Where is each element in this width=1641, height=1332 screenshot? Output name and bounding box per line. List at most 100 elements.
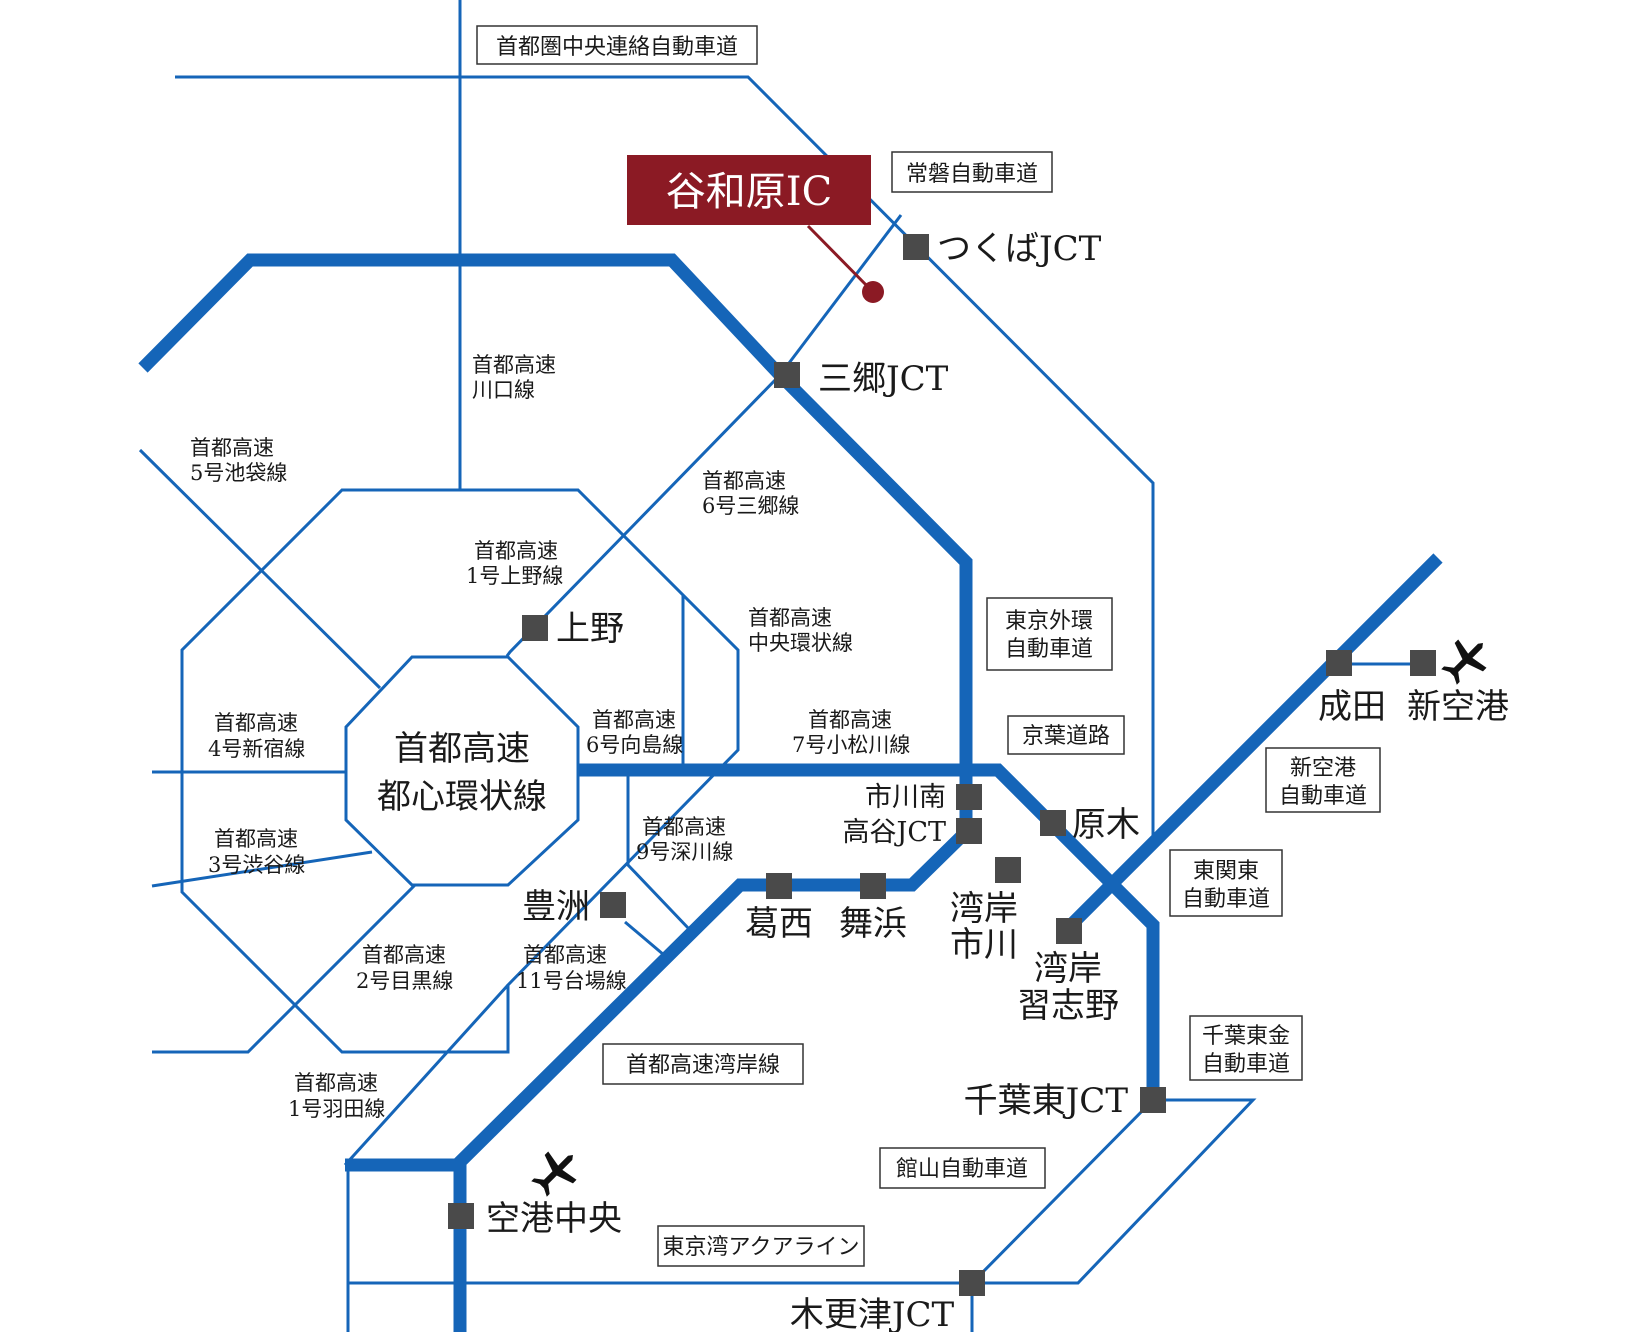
node-ueno <box>522 615 548 641</box>
label-gaikan-2: 自動車道 <box>1005 637 1093 662</box>
route-label-daiba-1: 首都高速 <box>523 943 607 967</box>
label-gaikan-1: 東京外環 <box>1005 609 1093 634</box>
node-wangan-narashino <box>1056 918 1082 944</box>
route-label-haneda-2: 1号羽田線 <box>288 1097 385 1121</box>
node-labels: つくばJCT 三郷JCT 上野 市川南 高谷JCT 原木 葛西 舞浜 湾岸 市川… <box>486 229 1509 1332</box>
box-joban <box>891 151 1053 193</box>
road-meguro <box>152 880 420 1054</box>
route-label-fukagawa-1: 首都高速 <box>642 815 726 839</box>
node-label-wangan-ichikawa-2: 市川 <box>950 925 1018 965</box>
node-label-haraki: 原木 <box>1072 805 1140 845</box>
route-label-ueno-1: 首都高速 <box>474 539 558 563</box>
road-aqualine <box>348 1098 1257 1285</box>
node-label-chiba-higashi-jct: 千葉東JCT <box>964 1081 1129 1121</box>
node-tsukuba-jct <box>903 234 929 260</box>
node-haraki <box>1040 810 1066 836</box>
route-label-central-circular-1: 首都高速 <box>748 606 832 630</box>
route-label-misato-1: 首都高速 <box>702 469 786 493</box>
node-misato-jct <box>774 362 800 388</box>
central-loop-label-2: 都心環状線 <box>377 777 547 817</box>
road-joban <box>778 214 903 376</box>
highlight-ic-box <box>627 155 871 225</box>
node-label-ichikawa-minami: 市川南 <box>865 782 946 813</box>
node-label-maihama: 舞浜 <box>839 904 907 944</box>
node-new-airport <box>1410 650 1436 676</box>
node-label-airport-chuo: 空港中央 <box>486 1199 622 1239</box>
road-fukagawa <box>626 772 692 932</box>
airplane-icon <box>1441 639 1487 685</box>
route-labels: 首都高速 川口線 首都高速 5号池袋線 首都高速 6号三郷線 首都高速 1号上野… <box>190 353 910 1121</box>
node-airport-chuo <box>448 1203 474 1229</box>
box-wangan <box>602 1043 804 1085</box>
node-narita <box>1326 650 1352 676</box>
label-higashi-kanto-1: 東関東 <box>1193 859 1259 884</box>
route-label-mukojima-2: 6号向島線 <box>586 733 683 757</box>
nodes <box>448 234 1436 1296</box>
node-label-kasai: 葛西 <box>745 904 813 944</box>
box-gaikan <box>986 597 1113 671</box>
road-haneda <box>343 983 510 1167</box>
node-wangan-ichikawa <box>995 857 1021 883</box>
airplane-icon <box>531 1151 577 1197</box>
thin-roads <box>138 0 1424 1332</box>
node-label-wangan-ichikawa-1: 湾岸 <box>950 889 1018 929</box>
label-tateyama: 館山自動車道 <box>896 1157 1028 1182</box>
label-joban: 常磐自動車道 <box>906 162 1038 187</box>
route-label-ikebukuro-1: 首都高速 <box>190 436 274 460</box>
route-label-komatsugawa-2: 7号小松川線 <box>792 733 910 757</box>
route-label-ikebukuro-2: 5号池袋線 <box>190 461 287 485</box>
route-label-kawaguchi-2: 川口線 <box>472 378 535 402</box>
central-loop-label-1: 首都高速 <box>394 729 530 769</box>
label-shin-kuko-2: 自動車道 <box>1279 784 1367 809</box>
route-label-kawaguchi-1: 首都高速 <box>472 353 556 377</box>
label-wangan: 首都高速湾岸線 <box>626 1053 780 1078</box>
box-ken-o <box>476 25 758 65</box>
node-label-koya-jct: 高谷JCT <box>843 817 947 848</box>
node-ichikawa-minami <box>956 784 982 810</box>
node-label-narita: 成田 <box>1318 687 1386 727</box>
node-toyosu <box>600 892 626 918</box>
route-label-shibuya-1: 首都高速 <box>214 827 298 851</box>
box-higashi-kanto <box>1169 849 1283 917</box>
node-maihama <box>860 873 886 899</box>
node-kasai <box>766 873 792 899</box>
node-chiba-higashi-jct <box>1140 1087 1166 1113</box>
node-label-wangan-narashino-1: 湾岸 <box>1034 949 1102 989</box>
road-misato <box>505 373 782 657</box>
road-bayshore <box>1067 553 1443 929</box>
node-label-misato-jct: 三郷JCT <box>818 359 949 399</box>
box-tateyama <box>879 1147 1046 1189</box>
route-label-central-circular-2: 中央環状線 <box>748 631 853 655</box>
node-kisarazu-jct <box>959 1270 985 1296</box>
route-label-fukagawa-2: 9号深川線 <box>636 840 733 864</box>
box-keiyo <box>1007 715 1125 755</box>
highlight-ic-marker <box>862 281 884 303</box>
route-label-komatsugawa-1: 首都高速 <box>808 708 892 732</box>
box-chiba-togane <box>1189 1015 1303 1081</box>
node-label-toyosu: 豊洲 <box>522 887 590 927</box>
route-label-ueno-2: 1号上野線 <box>466 564 563 588</box>
route-label-meguro-2: 2号目黒線 <box>356 969 453 993</box>
road-shibuya <box>151 850 373 888</box>
node-label-kisarazu-jct: 木更津JCT <box>790 1295 955 1332</box>
boxed-labels: 首都圏中央連絡自動車道 常磐自動車道 東京外環 自動車道 京葉道路 新空港 自動… <box>476 25 1381 1267</box>
route-label-mukojima-1: 首都高速 <box>592 708 676 732</box>
highlight-leader <box>806 224 875 294</box>
node-label-new-airport: 新空港 <box>1407 687 1509 727</box>
central-loop <box>344 655 580 887</box>
route-label-daiba-2: 11号台場線 <box>516 969 627 993</box>
node-label-wangan-narashino-2: 習志野 <box>1017 986 1119 1026</box>
road-ikebukuro <box>138 448 382 690</box>
label-chiba-togane-2: 自動車道 <box>1202 1052 1290 1077</box>
road-komatsugawa <box>578 763 1160 1100</box>
route-label-misato-2: 6号三郷線 <box>702 494 799 518</box>
label-ken-o: 首都圏中央連絡自動車道 <box>496 35 738 60</box>
thick-roads <box>138 253 1443 1332</box>
highlight-ic-label: 谷和原IC <box>666 169 832 215</box>
route-label-haneda-1: 首都高速 <box>294 1071 378 1095</box>
label-shin-kuko-1: 新空港 <box>1290 756 1356 781</box>
route-label-shinjuku-1: 首都高速 <box>214 711 298 735</box>
route-label-shibuya-2: 3号渋谷線 <box>208 853 305 877</box>
label-chiba-togane-1: 千葉東金 <box>1202 1024 1290 1049</box>
node-koya-jct <box>956 818 982 844</box>
